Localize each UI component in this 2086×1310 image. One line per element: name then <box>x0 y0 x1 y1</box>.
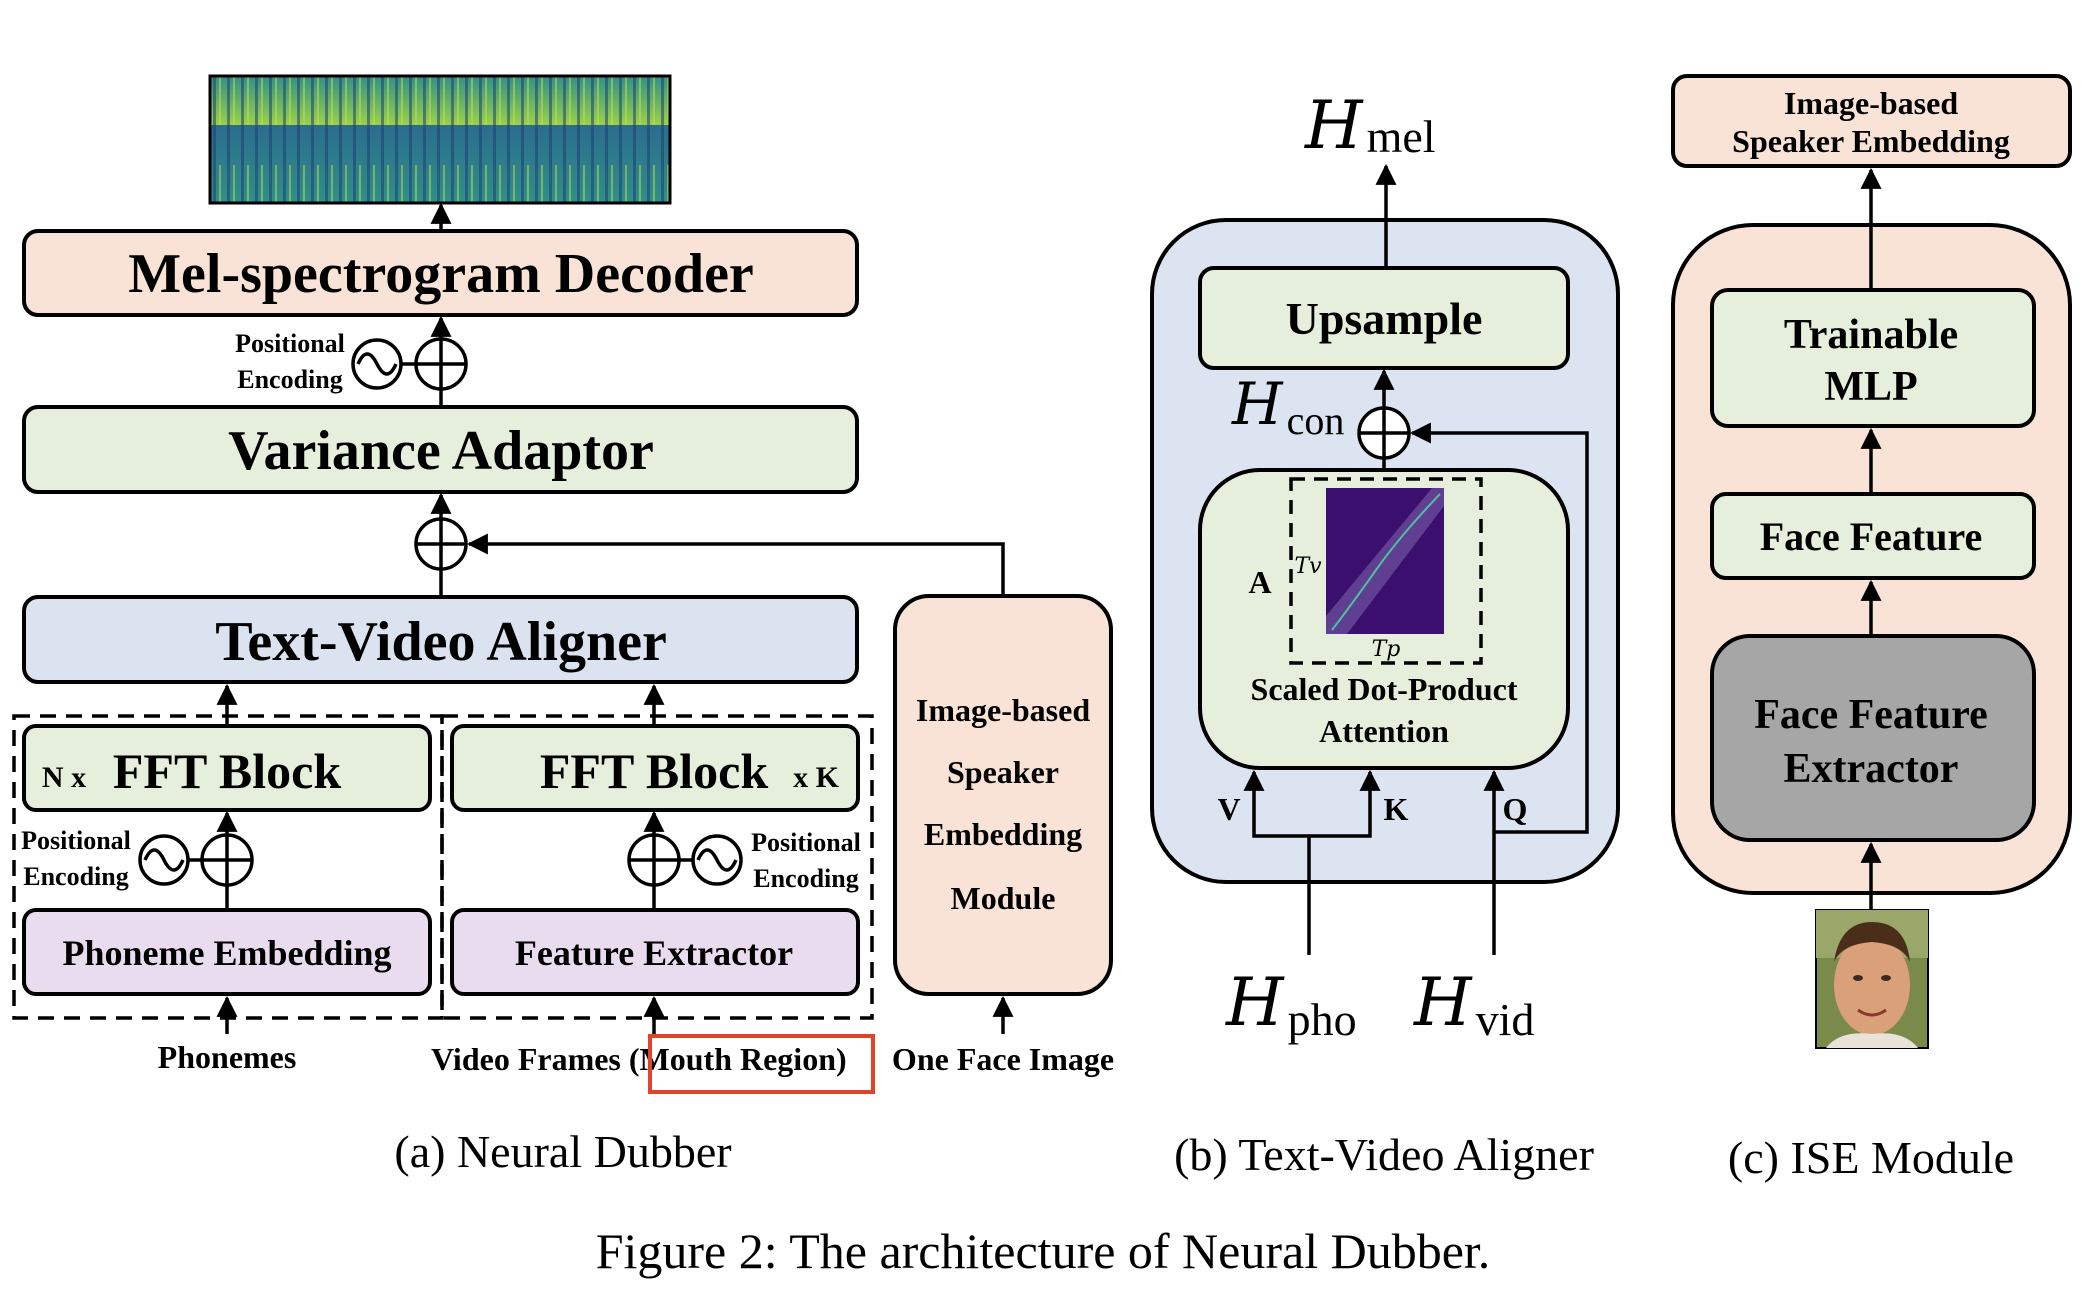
mel-spectrogram-decoder-box <box>22 229 859 317</box>
text-video-aligner-box <box>22 595 859 684</box>
face-feature-extractor-label-line1: Face Feature <box>1754 692 1988 738</box>
add-operator-icon <box>200 833 254 887</box>
attention-label-line2: Attention <box>1319 713 1449 749</box>
decoder-label: Mel-spectrogram Decoder <box>128 243 754 305</box>
add-operator-icon <box>414 517 468 571</box>
positional-encoding-right-line2: Encoding <box>753 864 859 893</box>
face-feature-box <box>1710 492 2036 580</box>
figure-caption: Figure 2: The architecture of Neural Dub… <box>596 1223 1491 1279</box>
fft-block-left-label: FFT Block <box>113 743 341 799</box>
panel-c: Image-based Speaker Embedding Trainable … <box>1671 74 2072 1183</box>
variance-adaptor-box <box>22 405 859 494</box>
trainable-mlp-label-line2: MLP <box>1824 364 1917 410</box>
text-video-aligner-label: Text-Video Aligner <box>215 611 667 673</box>
positional-encoding-right-line1: Positional <box>751 828 861 857</box>
add-operator-icon <box>414 337 468 391</box>
positional-encoding-top-line2: Encoding <box>237 365 343 394</box>
ise-output-label-line2: Speaker Embedding <box>1732 123 2010 159</box>
add-operator-icon <box>1357 406 1411 460</box>
q-label: Q <box>1503 791 1528 827</box>
panel-b-caption: (b) Text-Video Aligner <box>1174 1129 1594 1180</box>
attention-a-label: A <box>1248 564 1271 600</box>
mouth-region-highlight-box <box>648 1034 875 1094</box>
image-based-speaker-embedding-module-box <box>893 594 1113 996</box>
trainable-mlp-label-line1: Trainable <box>1784 312 1958 358</box>
fft-block-right <box>450 724 860 812</box>
face-feature-extractor-box <box>1710 634 2036 842</box>
feature-extractor-box <box>450 908 860 996</box>
ise-module-label-line4: Module <box>951 880 1056 916</box>
attention-tp-label: Tp <box>1372 637 1401 662</box>
positional-encoding-left-line2: Encoding <box>23 862 129 891</box>
mouth-region-label: Mouth Region <box>640 1041 837 1077</box>
sine-wave-icon <box>691 834 743 886</box>
ise-output-box <box>1671 74 2072 168</box>
mel-spectrogram-image <box>208 74 672 205</box>
ise-module-label-line1: Image-based <box>916 692 1090 728</box>
face-feature-label: Face Feature <box>1760 514 1982 559</box>
input-video-frames-label: Video Frames (Mouth Region) <box>431 1041 847 1077</box>
ise-module-label-line2: Speaker <box>947 754 1059 790</box>
attention-tv-label: Tv <box>1294 554 1322 579</box>
add-operator-icon <box>627 833 681 887</box>
k-label: K <box>1384 791 1409 827</box>
v-label: V <box>1217 791 1240 827</box>
attention-map-dashed-box <box>1289 477 1483 665</box>
upsample-label: Upsample <box>1286 293 1483 344</box>
input-phonemes-label: Phonemes <box>158 1039 297 1075</box>
h-pho-label: Hpho <box>1225 964 1357 1045</box>
panel-a-caption: (a) Neural Dubber <box>394 1126 731 1177</box>
attention-label-line1: Scaled Dot-Product <box>1251 671 1518 707</box>
face-image <box>1815 909 1929 1049</box>
panel-a: Mel-spectrogram Decoder Positional Encod… <box>12 74 1114 1177</box>
sine-wave-icon <box>138 834 190 886</box>
ise-module-label-line3: Embedding <box>924 816 1082 852</box>
positional-encoding-top-line1: Positional <box>235 329 345 358</box>
fft-block-left <box>22 724 432 812</box>
fft-block-right-label: FFT Block <box>540 743 768 799</box>
ise-output-label-line1: Image-based <box>1784 85 1958 121</box>
input-face-image-label: One Face Image <box>892 1041 1114 1077</box>
face-feature-extractor-label-line2: Extractor <box>1784 746 1959 792</box>
fft-block-right-suffix: x K <box>793 761 840 794</box>
sine-wave-icon <box>351 338 403 390</box>
variance-adaptor-label: Variance Adaptor <box>228 420 654 482</box>
h-mel-label: Hmel <box>1304 87 1436 164</box>
panel-c-caption: (c) ISE Module <box>1728 1132 2014 1183</box>
phoneme-embedding-label: Phoneme Embedding <box>62 933 391 973</box>
video-encoder-dashed-group <box>440 714 874 1020</box>
feature-extractor-label: Feature Extractor <box>515 933 793 973</box>
upsample-box <box>1198 266 1570 370</box>
h-vid-label: Hvid <box>1413 964 1534 1045</box>
trainable-mlp-box <box>1710 288 2036 428</box>
phoneme-embedding-box <box>22 908 432 996</box>
positional-encoding-left-line1: Positional <box>21 826 131 855</box>
fft-block-left-prefix: N x <box>42 761 86 794</box>
